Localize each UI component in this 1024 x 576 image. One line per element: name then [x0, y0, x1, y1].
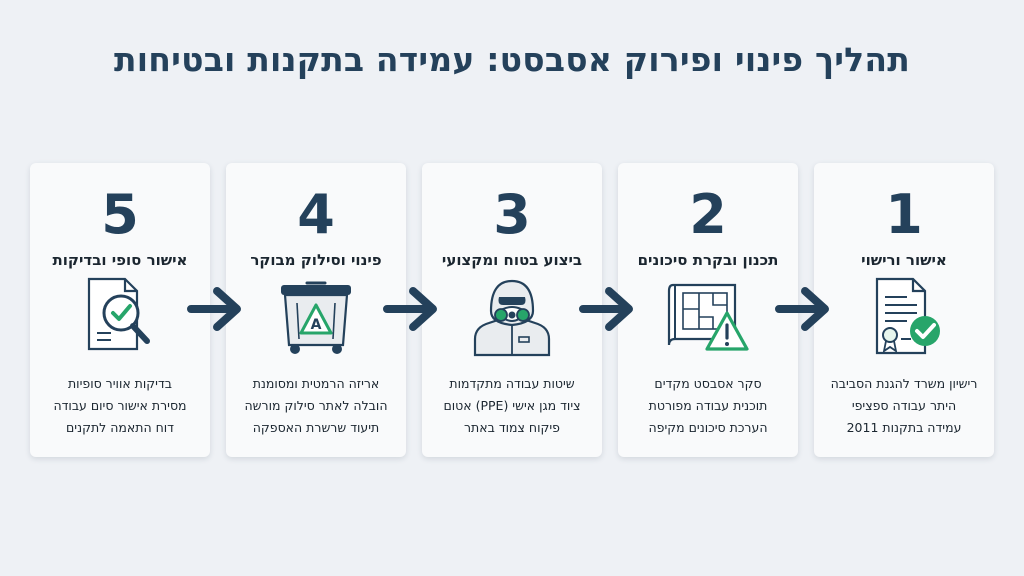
- step-line: תיעוד שרשרת האספקה: [252, 420, 380, 435]
- container-label: A: [311, 317, 322, 333]
- step-line: היתר עבודה ספציפי: [851, 398, 957, 413]
- protective-suit-respirator-icon: [467, 275, 557, 357]
- flow-arrow-icon: [579, 283, 637, 335]
- step-heading: אישור ורישוי: [861, 251, 947, 269]
- step-number: 2: [689, 183, 727, 246]
- step-card-3: 3 ביצוע בטוח ומקצועי שיטות עבודה מתקדמות…: [422, 163, 602, 457]
- step-line: מסירת אישור סיום עבודה: [53, 398, 187, 413]
- step-line: ציוד מגן אישי (PPE) אטום: [443, 398, 581, 413]
- flow-arrow-icon: [383, 283, 441, 335]
- hazardous-waste-container-icon: A: [271, 275, 361, 357]
- flow-arrow-icon: [775, 283, 833, 335]
- step-description: בדיקות אוויר סופיות מסירת אישור סיום עבו…: [36, 373, 204, 439]
- document-magnifier-check-icon: [75, 275, 165, 357]
- step-heading: אישור סופי ובדיקות: [52, 251, 188, 269]
- step-number: 5: [101, 183, 139, 246]
- step-card-2: 2 תכנון ובקרת סיכונים סקר אסבסט מקדים תו…: [618, 163, 798, 457]
- step-line: שיטות עבודה מתקדמות: [449, 376, 575, 391]
- step-number: 3: [493, 183, 531, 246]
- step-heading: תכנון ובקרת סיכונים: [637, 251, 779, 269]
- step-line: בדיקות אוויר סופיות: [67, 376, 173, 391]
- step-line: עמידה בתקנות 2011: [846, 420, 962, 435]
- step-line: סקר אסבסט מקדים: [654, 376, 762, 391]
- step-card-5: 5 אישור סופי ובדיקות בדיקות אוויר סופיות…: [30, 163, 210, 457]
- certificate-check-icon: [859, 275, 949, 357]
- step-number: 4: [297, 183, 335, 246]
- step-line: דוח התאמה לתקנים: [65, 420, 175, 435]
- step-number: 1: [885, 183, 923, 246]
- step-description: שיטות עבודה מתקדמות ציוד מגן אישי (PPE) …: [428, 373, 596, 439]
- step-line: אריזה הרמטית ומסומנת: [252, 376, 380, 391]
- step-card-4: 4 פינוי וסילוק מבוקר A אריזה הרמטית ומסו…: [226, 163, 406, 457]
- step-line: רישיון משרד להגנת הסביבה: [830, 376, 978, 391]
- step-description: רישיון משרד להגנת הסביבה היתר עבודה ספצי…: [820, 373, 988, 439]
- step-line: הערכת סיכונים מקיפה: [648, 420, 768, 435]
- flow-arrow-icon: [187, 283, 245, 335]
- blueprint-warning-icon: [663, 275, 753, 357]
- step-line: תוכנית עבודה מפורטת: [648, 398, 768, 413]
- step-description: סקר אסבסט מקדים תוכנית עבודה מפורטת הערכ…: [624, 373, 792, 439]
- step-heading: פינוי וסילוק מבוקר: [250, 251, 382, 269]
- step-card-1: 1 אישור ורישוי רישיון משרד להגנת הסביבה …: [814, 163, 994, 457]
- page-title: תהליך פינוי ופירוק אסבסט: עמידה בתקנות ו…: [114, 40, 910, 79]
- step-line: הובלה לאתר סילוק מורשה: [244, 398, 388, 413]
- step-heading: ביצוע בטוח ומקצועי: [441, 251, 583, 269]
- step-description: אריזה הרמטית ומסומנת הובלה לאתר סילוק מו…: [232, 373, 400, 439]
- step-line: פיקוח צמוד באתר: [464, 420, 560, 435]
